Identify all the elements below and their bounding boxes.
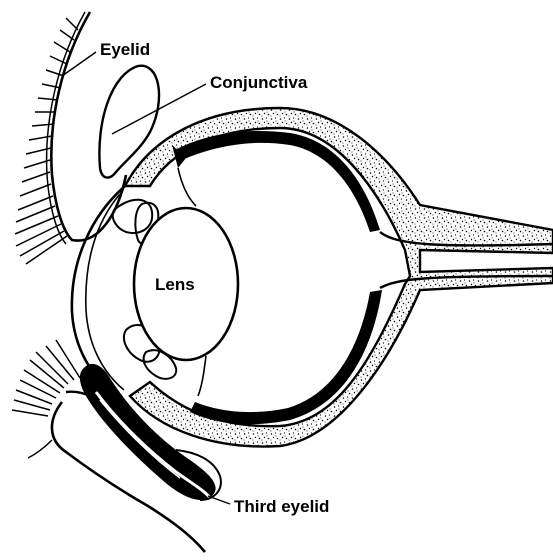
label-lens: Lens [155,275,195,294]
third-eyelid-leader [208,496,230,504]
label-third-eyelid: Third eyelid [234,497,329,516]
iris-upper [113,200,152,233]
lower-eyelashes [12,340,80,458]
label-eyelid: Eyelid [100,40,150,59]
label-conjunctiva: Conjunctiva [210,73,308,92]
